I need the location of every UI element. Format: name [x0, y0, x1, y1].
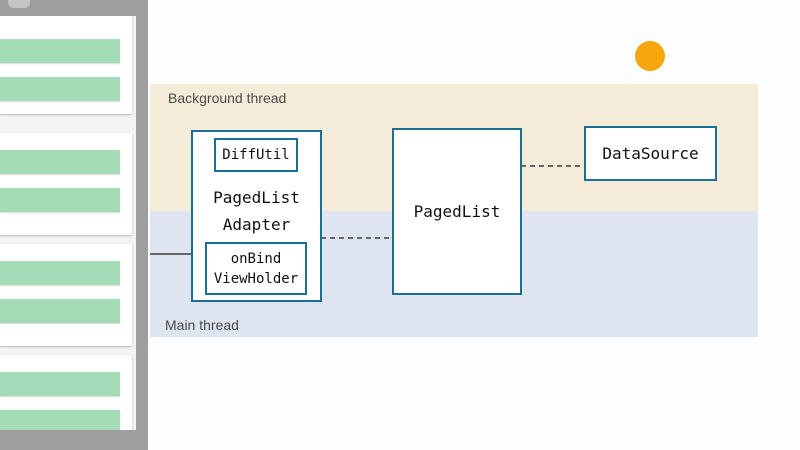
phone-frame: [0, 0, 148, 450]
paged-list-box: PagedList: [392, 128, 522, 295]
phone-screen: [0, 16, 136, 430]
diffutil-box: DiffUtil: [214, 138, 298, 172]
list-card: [0, 133, 132, 235]
list-item-bar: [0, 410, 120, 430]
list-item-bar: [0, 39, 120, 63]
list-card: [0, 355, 132, 430]
paged-list-adapter-title: PagedList Adapter: [213, 188, 300, 234]
list-item-bar: [0, 299, 120, 323]
list-item-bar: [0, 77, 120, 101]
background-thread-label: Background thread: [168, 90, 287, 106]
phone-notch: [8, 0, 30, 8]
onbind-viewholder-box: onBind ViewHolder: [205, 242, 307, 295]
main-thread-label: Main thread: [165, 317, 239, 333]
list-card: [0, 16, 132, 114]
list-item-bar: [0, 188, 120, 212]
list-item-bar: [0, 150, 120, 174]
status-indicator-dot: [635, 41, 665, 71]
list-item-bar: [0, 261, 120, 285]
list-card: [0, 244, 132, 346]
list-item-bar: [0, 372, 120, 396]
datasource-box: DataSource: [584, 126, 717, 181]
